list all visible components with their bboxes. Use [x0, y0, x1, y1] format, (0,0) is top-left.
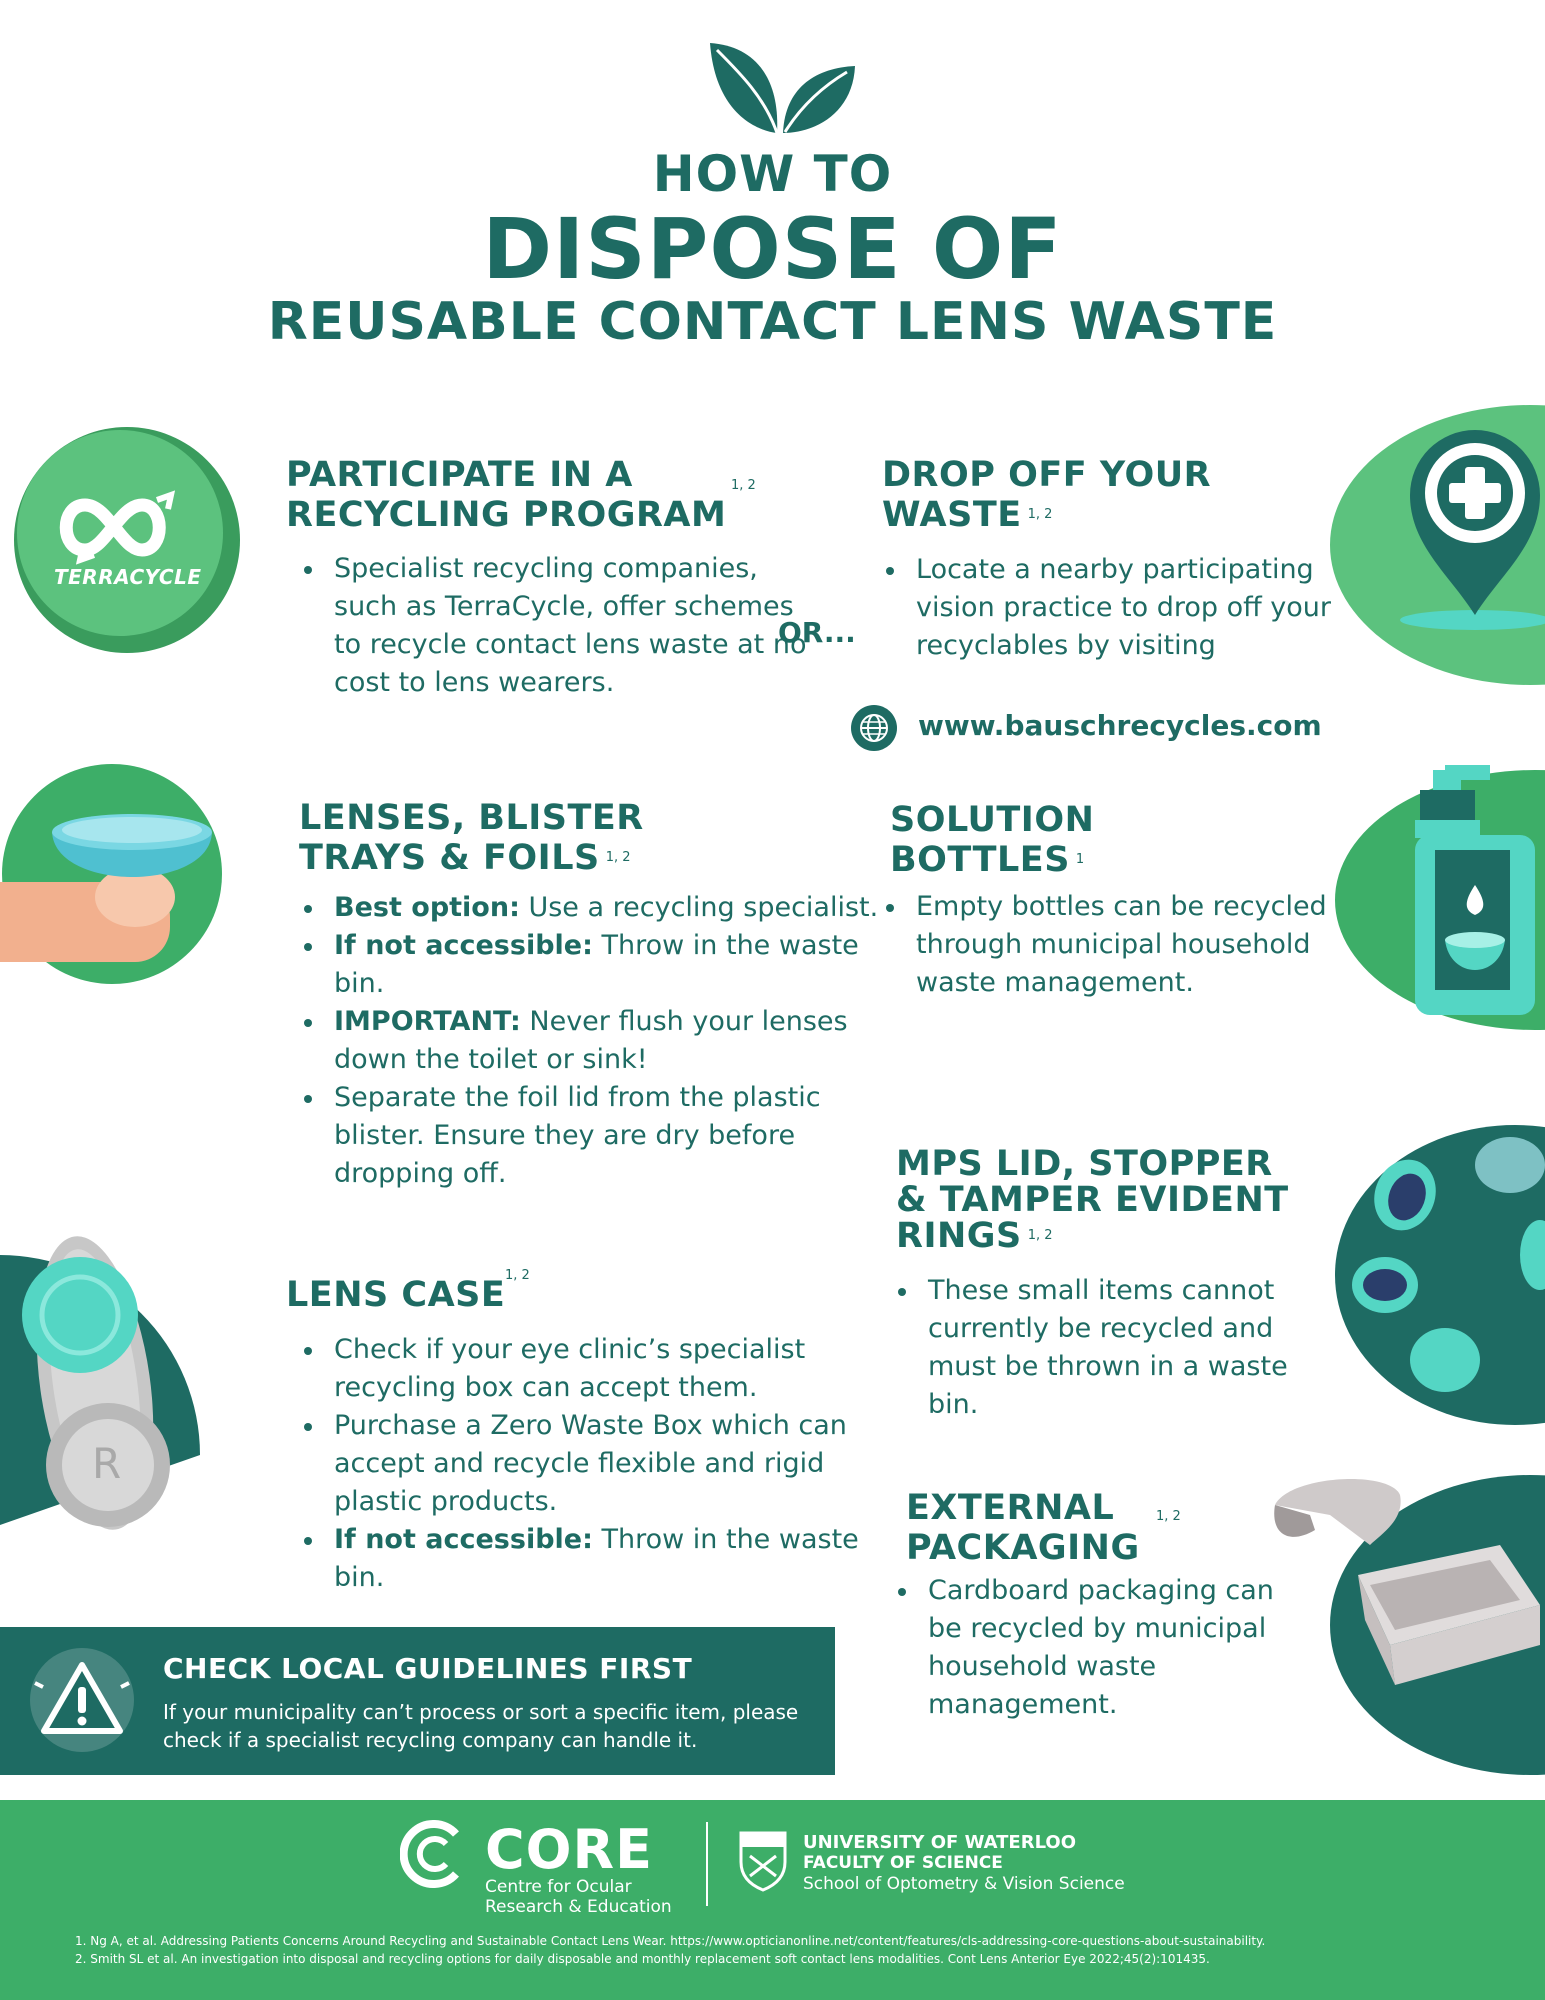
solution-bottle-icon [1335, 765, 1545, 1030]
list-item: Purchase a Zero Waste Box which can acce… [304, 1407, 914, 1521]
item-bold: If not accessible: [334, 1524, 593, 1555]
list-item: These small items cannot currently be re… [898, 1272, 1328, 1424]
list-item: Check if your eye clinic’s specialist re… [304, 1331, 914, 1407]
local-guidelines-banner [0, 1627, 835, 1775]
heading-line: LENSES, BLISTER [299, 798, 644, 838]
heading-line: TRAYS & FOILS 1, 2 [299, 838, 644, 878]
heading-line: MPS LID, STOPPER [896, 1144, 1273, 1184]
list-item: Locate a nearby participating vision pra… [886, 551, 1356, 665]
university-name: UNIVERSITY OF WATERLOO [803, 1832, 1077, 1853]
drop-off-list: Locate a nearby participating vision pra… [868, 551, 1356, 665]
list-item: If not accessible: Throw in the waste bi… [304, 1521, 914, 1597]
list-item: If not accessible: Throw in the waste bi… [304, 927, 894, 1003]
solution-heading: SOLUTION BOTTLES 1 [890, 800, 1094, 880]
item-bold: If not accessible: [334, 930, 593, 961]
heading-line: RECYCLING PROGRAM [286, 495, 726, 535]
heading-line: BOTTLES 1 [890, 840, 1094, 880]
mps-list: These small items cannot currently be re… [880, 1272, 1328, 1424]
heading-sup: 1, 2 [1027, 1228, 1053, 1243]
item-text: Use a recycling specialist. [519, 892, 879, 923]
terracycle-logo: TERRACYCLE [12, 425, 242, 655]
mps-heading: MPS LID, STOPPER & TAMPER EVIDENT RINGS 1… [896, 1146, 1289, 1254]
or-separator: OR... [778, 616, 856, 649]
list-item: Specialist recycling companies, such as … [304, 550, 814, 702]
heading-text: RECYCLING PROGRAM [286, 495, 727, 535]
external-list: Cardboard packaging can be recycled by m… [880, 1572, 1288, 1724]
heading-line: RINGS 1, 2 [896, 1218, 1289, 1254]
lens-case-sup: 1, 2 [505, 1268, 530, 1283]
heading-text: RINGS [896, 1216, 1022, 1256]
heading-sup: 1, 2 [605, 850, 631, 865]
external-heading: EXTERNAL PACKAGING [906, 1488, 1140, 1568]
lens-case-list: Check if your eye clinic’s specialist re… [286, 1331, 914, 1597]
list-item: Empty bottles can be recycled through mu… [886, 888, 1336, 1002]
drop-off-heading: DROP OFF YOUR WASTE 1, 2 [882, 455, 1211, 535]
recycling-program-list: Specialist recycling companies, such as … [286, 550, 814, 702]
recycling-program-heading: PARTICIPATE IN A RECYCLING PROGRAM [286, 455, 726, 535]
heading-sup: 1 [1075, 852, 1085, 867]
contact-lens-on-finger-icon [0, 764, 222, 984]
title-how-to: HOW TO [652, 145, 893, 203]
heading-sup: 1, 2 [1027, 507, 1053, 522]
external-sup: 1, 2 [1156, 1509, 1181, 1524]
item-text: Throw in the waste bin. [334, 930, 859, 999]
banner-title: CHECK LOCAL GUIDELINES FIRST [163, 1652, 693, 1685]
footer-divider [706, 1822, 708, 1906]
lens-case-icon [0, 1236, 200, 1530]
item-bold: Best option: [334, 892, 520, 923]
banner-text: If your municipality can’t process or so… [163, 1700, 799, 1752]
heading-text: BOTTLES [890, 840, 1070, 880]
core-logo-icon [400, 1820, 459, 1888]
heading-line: DROP OFF YOUR [882, 455, 1212, 495]
location-pin-icon [1330, 405, 1545, 685]
heading-line: EXTERNAL [906, 1488, 1115, 1528]
reference-1: 1. Ng A, et al. Addressing Patients Conc… [75, 1934, 1266, 1948]
lenses-heading: LENSES, BLISTER TRAYS & FOILS 1, 2 [299, 798, 644, 878]
title-dispose-of: DISPOSE OF [482, 200, 1063, 298]
solution-list: Empty bottles can be recycled through mu… [868, 888, 1336, 1002]
packaging-box-icon [1274, 1475, 1545, 1775]
school-name: School of Optometry & Vision Science [803, 1874, 1125, 1894]
item-bold: IMPORTANT: [334, 1006, 521, 1037]
lenses-list: Best option: Use a recycling specialist.… [286, 889, 894, 1193]
globe-icon [851, 705, 897, 751]
bausch-recycles-link[interactable]: www.bauschrecycles.com [918, 709, 1322, 742]
mps-lid-stopper-rings-icon [1335, 1125, 1545, 1425]
core-subtitle: Centre for Ocular Research & Education [485, 1877, 672, 1917]
title-subject: REUSABLE CONTACT LENS WASTE [267, 292, 1278, 352]
item-text: Separate the foil lid from the plastic b… [334, 1082, 821, 1189]
heading-line: & TAMPER EVIDENT [896, 1180, 1289, 1220]
list-item: Cardboard packaging can be recycled by m… [898, 1572, 1288, 1724]
item-text: Never flush your lenses down the toilet … [334, 1006, 848, 1075]
lens-case-letter: R [92, 1439, 122, 1488]
core-name: CORE [485, 1818, 654, 1881]
heading-line: PARTICIPATE IN A [286, 455, 633, 495]
list-item: IMPORTANT: Never flush your lenses down … [304, 1003, 894, 1079]
university-crest-icon [739, 1831, 787, 1892]
leaf-icon [710, 43, 855, 134]
item-text: Throw in the waste bin. [334, 1524, 859, 1593]
list-item: Best option: Use a recycling specialist. [304, 889, 894, 927]
list-item: Separate the foil lid from the plastic b… [304, 1079, 894, 1193]
lens-case-heading: LENS CASE [286, 1275, 505, 1315]
heading-line: PACKAGING [906, 1528, 1140, 1568]
reference-2: 2. Smith SL et al. An investigation into… [75, 1952, 1210, 1966]
warning-icon [30, 1648, 134, 1752]
heading-text: TRAYS & FOILS [299, 838, 600, 878]
heading-line: SOLUTION [890, 800, 1095, 840]
heading-text: WASTE [882, 495, 1022, 535]
terracycle-text: TERRACYCLE [54, 565, 202, 589]
recycling-program-sup: 1, 2 [731, 478, 756, 493]
faculty-name: FACULTY OF SCIENCE [803, 1853, 1003, 1873]
heading-text: LENS CASE [286, 1275, 506, 1315]
heading-line: WASTE 1, 2 [882, 495, 1211, 535]
